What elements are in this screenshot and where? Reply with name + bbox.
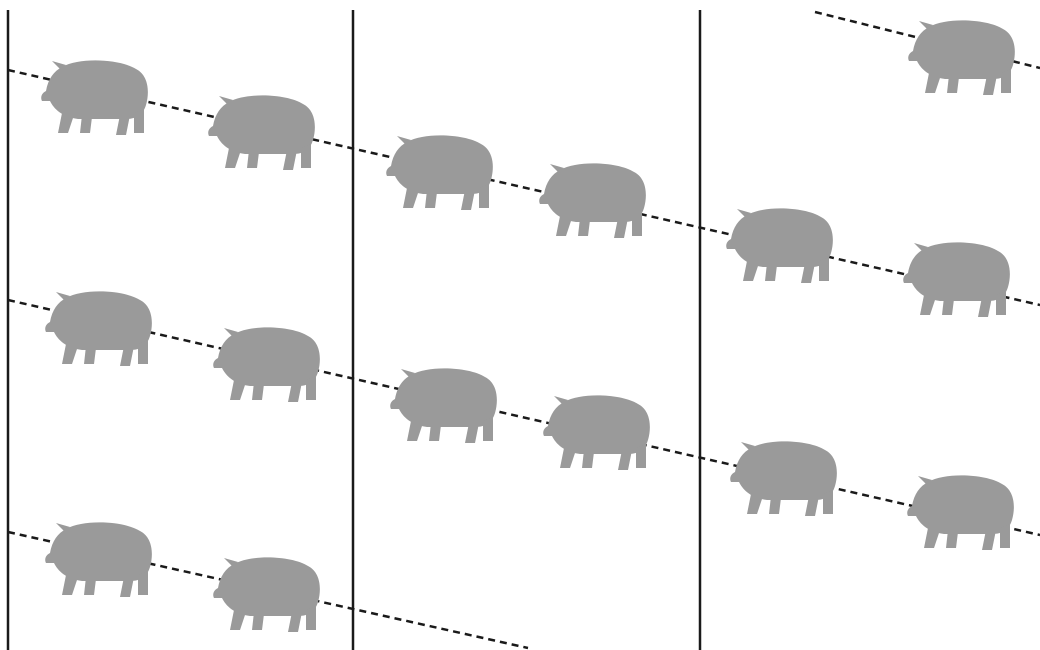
pig-icon [908,20,1015,95]
pig-icon [390,368,497,443]
pig-icon [213,327,320,402]
pig-icon [208,95,315,170]
pig-icon [543,395,650,470]
pig-icon [907,475,1014,550]
pig-icon [213,557,320,632]
pig-icon [386,135,493,210]
pig-icon [539,163,646,238]
pig-icon [726,208,833,283]
pig-icon [730,441,837,516]
movement-paths [8,12,1040,648]
pig-icon [41,60,148,135]
pig-icon [903,242,1010,317]
pig-icon [45,291,152,366]
movement-path-middle [8,300,1040,535]
movement-path-top [8,70,1040,305]
pig-icon [45,522,152,597]
pig-group [41,20,1015,632]
